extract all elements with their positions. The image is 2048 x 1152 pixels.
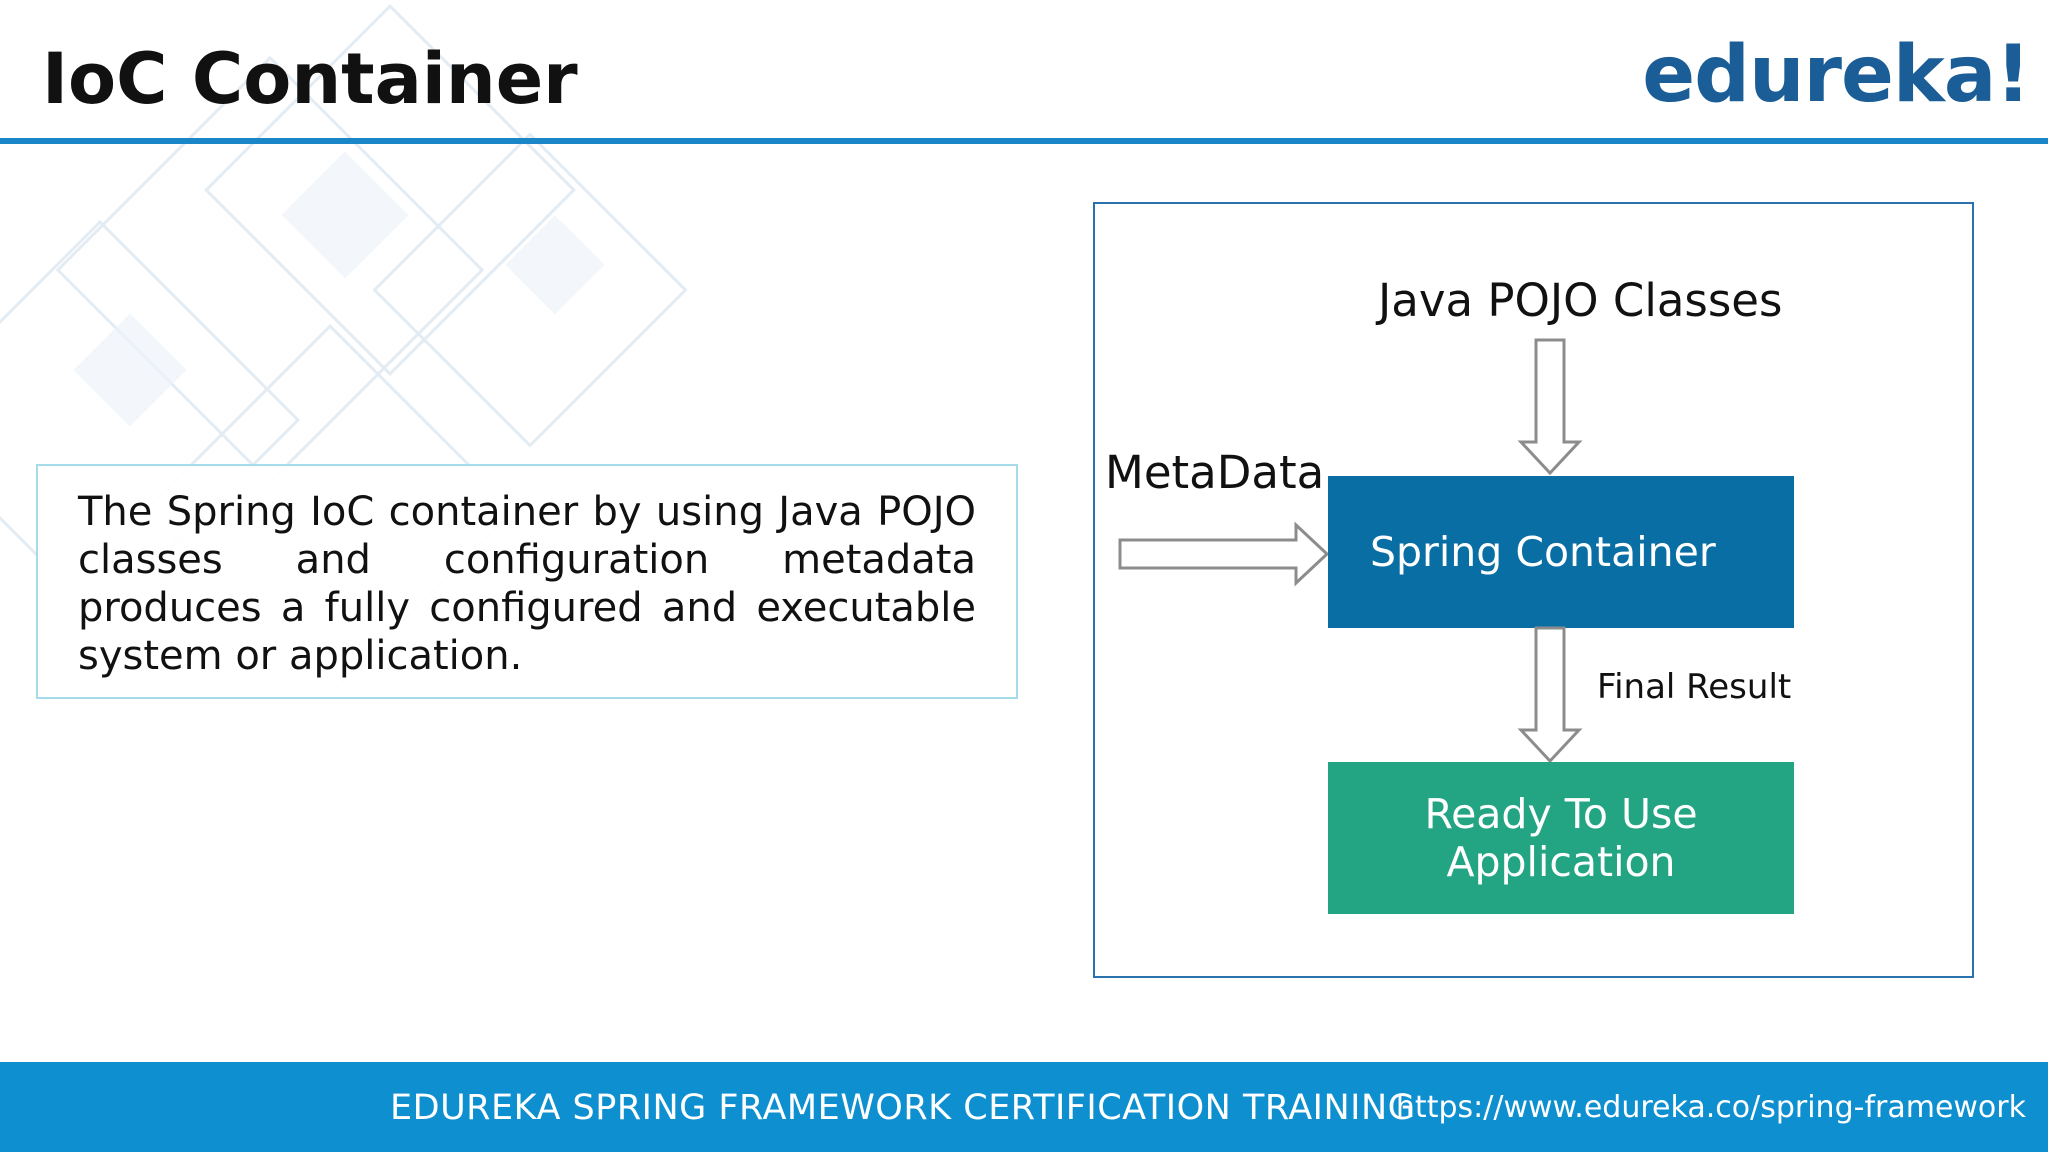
java-pojo-label: Java POJO Classes <box>1378 274 1783 327</box>
description-box: The Spring IoC container by using Java P… <box>36 464 1018 699</box>
edureka-logo: edureka! <box>1642 30 2031 120</box>
spring-container-box: Spring Container <box>1328 476 1794 628</box>
footer-bar <box>0 1062 2048 1152</box>
page-title: IoC Container <box>42 38 578 120</box>
arrow-right-metadata <box>1118 521 1330 587</box>
footer-url[interactable]: https://www.edureka.co/spring-framework <box>1395 1090 2026 1125</box>
spring-container-label: Spring Container <box>1370 528 1716 576</box>
footer-course-title: EDUREKA SPRING FRAMEWORK CERTIFICATION T… <box>390 1088 1416 1128</box>
ready-label-line2: Application <box>1446 838 1676 886</box>
metadata-label: MetaData <box>1105 446 1325 499</box>
description-text: The Spring IoC container by using Java P… <box>78 489 976 679</box>
title-divider <box>0 138 2048 144</box>
ready-application-box: Ready To Use Application <box>1328 762 1794 914</box>
arrow-down-result <box>1517 626 1583 764</box>
ready-label-line1: Ready To Use <box>1424 790 1698 838</box>
final-result-label: Final Result <box>1597 667 1792 707</box>
arrow-down-pojo <box>1517 338 1583 476</box>
